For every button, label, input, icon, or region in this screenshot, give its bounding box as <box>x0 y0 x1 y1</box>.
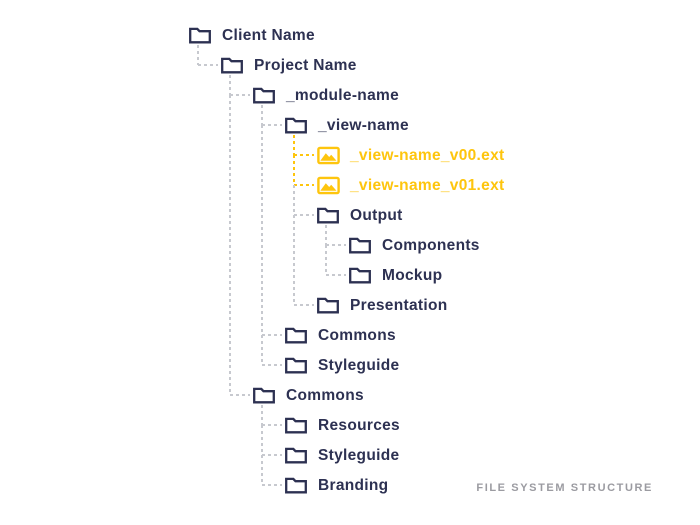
tree-node-commons: Commons <box>252 380 364 410</box>
tree-node-label: Commons <box>318 326 396 344</box>
tree-connector-vertical <box>293 185 295 215</box>
tree-connector-horizontal <box>230 394 250 396</box>
tree-node-components: Components <box>348 230 480 260</box>
folder-icon <box>316 296 340 315</box>
tree-connector-vertical <box>293 135 295 155</box>
tree-node-label: _view-name_v01.ext <box>350 176 505 194</box>
folder-icon <box>220 56 244 75</box>
folder-icon <box>284 416 308 435</box>
tree-node-view-name-v01-ext: _view-name_v01.ext <box>316 170 504 200</box>
folder-icon <box>188 26 212 45</box>
tree-connector-horizontal <box>326 244 346 246</box>
tree-connector-vertical <box>261 335 263 365</box>
tree-node-project-name: Project Name <box>220 50 357 80</box>
folder-icon <box>316 206 340 225</box>
tree-connector-horizontal <box>294 184 314 186</box>
tree-node-commons: Commons <box>284 320 396 350</box>
folder-icon <box>284 476 308 495</box>
tree-connector-vertical <box>261 425 263 455</box>
tree-connector-vertical <box>261 125 263 335</box>
tree-node-resources: Resources <box>284 410 400 440</box>
tree-connector-horizontal <box>294 154 314 156</box>
tree-node-label: Commons <box>286 386 364 404</box>
tree-connector-horizontal <box>262 124 282 126</box>
tree-node-label: Mockup <box>382 266 443 284</box>
folder-icon <box>252 86 276 105</box>
tree-connector-horizontal <box>262 454 282 456</box>
tree-node-presentation: Presentation <box>316 290 448 320</box>
tree-node-view-name: _view-name <box>284 110 409 140</box>
folder-icon <box>348 266 372 285</box>
folder-icon <box>284 356 308 375</box>
folder-icon <box>284 116 308 135</box>
tree-node-label: Styleguide <box>318 446 400 464</box>
image-file-icon <box>316 146 340 165</box>
folder-icon <box>348 236 372 255</box>
tree-connector-horizontal <box>198 64 218 66</box>
tree-node-styleguide: Styleguide <box>284 350 399 380</box>
tree-connector-horizontal <box>262 364 282 366</box>
tree-connector-horizontal <box>262 334 282 336</box>
tree-connector-vertical <box>293 155 295 185</box>
tree-node-label: Presentation <box>350 296 448 314</box>
tree-connector-vertical <box>229 95 231 395</box>
tree-connector-vertical <box>261 405 263 425</box>
tree-connector-vertical <box>261 455 263 485</box>
tree-node-module-name: _module-name <box>252 80 399 110</box>
image-file-icon <box>316 176 340 195</box>
tree-node-mockup: Mockup <box>348 260 442 290</box>
tree-node-label: _view-name_v00.ext <box>350 146 505 164</box>
tree-node-styleguide: Styleguide <box>284 440 399 470</box>
tree-node-label: Branding <box>318 476 389 494</box>
tree-connector-horizontal <box>326 274 346 276</box>
diagram-caption: FILE SYSTEM STRUCTURE <box>476 482 653 494</box>
tree-connector-vertical <box>325 245 327 275</box>
tree-node-view-name-v00-ext: _view-name_v00.ext <box>316 140 504 170</box>
tree-node-label: Components <box>382 236 480 254</box>
tree-node-label: Project Name <box>254 56 357 74</box>
tree-node-label: _module-name <box>286 86 399 104</box>
tree-node-label: Styleguide <box>318 356 400 374</box>
tree-connector-horizontal <box>294 304 314 306</box>
tree-connector-horizontal <box>262 424 282 426</box>
tree-node-label: Resources <box>318 416 400 434</box>
tree-node-branding: Branding <box>284 470 388 500</box>
tree-connector-horizontal <box>262 484 282 486</box>
tree-node-label: Output <box>350 206 403 224</box>
folder-icon <box>252 386 276 405</box>
folder-icon <box>284 446 308 465</box>
tree-connector-vertical <box>293 215 295 305</box>
tree-connector-horizontal <box>230 94 250 96</box>
tree-node-label: Client Name <box>222 26 315 44</box>
tree-node-label: _view-name <box>318 116 409 134</box>
folder-icon <box>284 326 308 345</box>
tree-connector-vertical <box>325 225 327 245</box>
tree-node-client-name: Client Name <box>188 20 315 50</box>
tree-connector-vertical <box>197 45 199 65</box>
tree-connector-horizontal <box>294 214 314 216</box>
tree-node-output: Output <box>316 200 403 230</box>
tree-connector-vertical <box>229 75 231 95</box>
tree-connector-vertical <box>261 105 263 125</box>
